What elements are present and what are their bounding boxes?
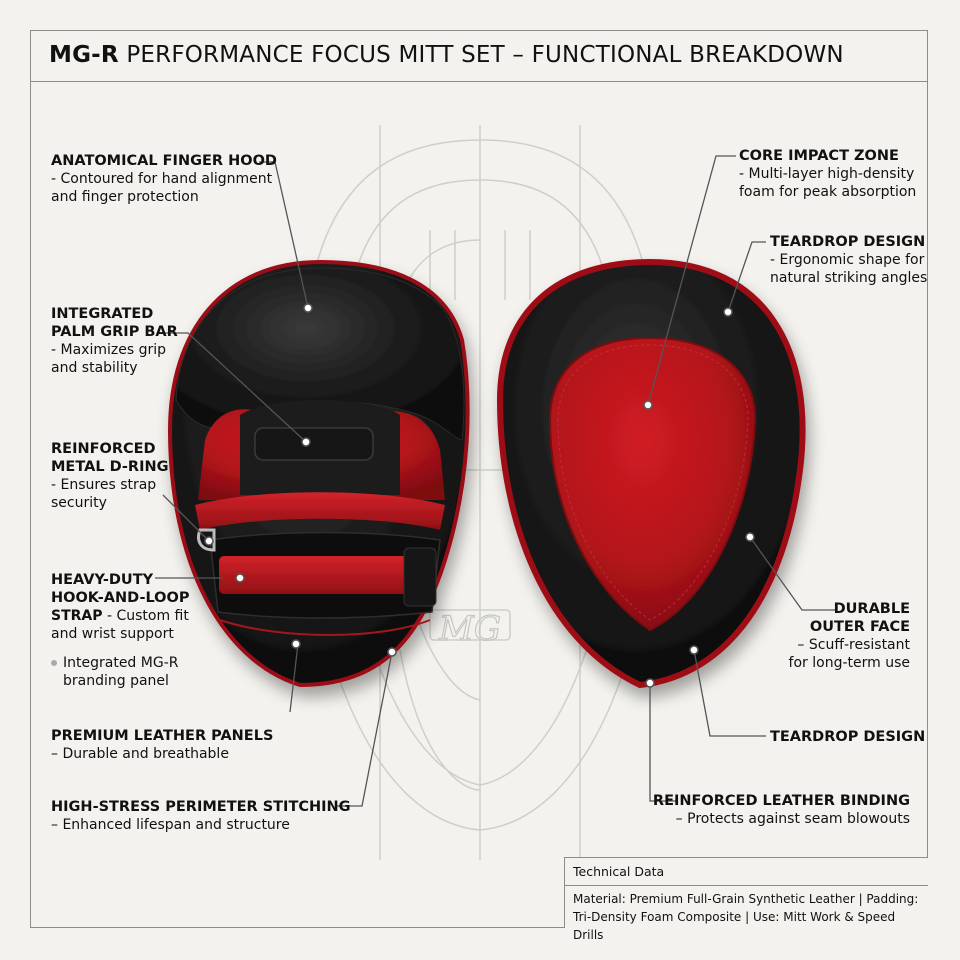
callout-heading: METAL D-RING bbox=[51, 459, 169, 475]
callout-desc: – Durable and breathable bbox=[51, 746, 229, 762]
callout-leather-panels: PREMIUM LEATHER PANELS – Durable and bre… bbox=[51, 727, 273, 763]
callout-heading: HOOK-AND-LOOP bbox=[51, 590, 190, 606]
watermark: MG bbox=[437, 608, 501, 649]
callout-heading: STRAP bbox=[51, 608, 103, 624]
callout-finger-hood: ANATOMICAL FINGER HOOD - Contoured for h… bbox=[51, 152, 277, 206]
callout-heading: TEARDROP DESIGN bbox=[770, 729, 926, 745]
callout-branding: Integrated MG-R branding panel bbox=[51, 654, 178, 690]
page-title: MG-R PERFORMANCE FOCUS MITT SET – FUNCTI… bbox=[49, 42, 844, 68]
callout-heading: HIGH-STRESS PERIMETER STITCHING bbox=[51, 799, 351, 815]
callout-desc: and stability bbox=[51, 360, 138, 376]
left-mitt-palm-side bbox=[167, 259, 470, 688]
callout-heading: PALM GRIP BAR bbox=[51, 324, 178, 340]
title-brand: MG-R bbox=[49, 42, 119, 68]
title-bar: MG-R PERFORMANCE FOCUS MITT SET – FUNCTI… bbox=[30, 30, 928, 82]
callout-binding: REINFORCED LEATHER BINDING – Protects ag… bbox=[653, 792, 910, 828]
wrist-band bbox=[195, 492, 445, 530]
callout-desc: Integrated MG-R bbox=[63, 655, 179, 671]
svg-text:MG: MG bbox=[438, 609, 501, 649]
callout-desc: security bbox=[51, 495, 107, 511]
callout-desc: - Contoured for hand alignment bbox=[51, 171, 273, 187]
callout-teardrop-top: TEARDROP DESIGN - Ergonomic shape for na… bbox=[770, 233, 927, 287]
callout-heading: OUTER FACE bbox=[809, 619, 910, 635]
callout-strap: HEAVY-DUTY HOOK-AND-LOOP STRAP - Custom … bbox=[51, 571, 189, 643]
technical-data-header: Technical Data bbox=[565, 858, 928, 886]
callout-desc: – Scuff-resistant bbox=[797, 637, 910, 653]
callout-desc: and finger protection bbox=[51, 189, 199, 205]
technical-data-body: Material: Premium Full-Grain Synthetic L… bbox=[573, 892, 919, 942]
callout-desc: - Maximizes grip bbox=[51, 342, 166, 358]
bullet-icon bbox=[51, 660, 57, 666]
callout-teardrop-bottom: TEARDROP DESIGN bbox=[770, 728, 925, 746]
callout-desc: and wrist support bbox=[51, 626, 174, 642]
callout-lines bbox=[155, 155, 836, 807]
callout-desc: - Ensures strap bbox=[51, 477, 157, 493]
callout-heading: REINFORCED LEATHER BINDING bbox=[652, 793, 910, 809]
callout-heading: INTEGRATED bbox=[51, 306, 154, 322]
title-text: PERFORMANCE FOCUS MITT SET – FUNCTIONAL … bbox=[118, 42, 844, 68]
right-mitt-front-face bbox=[496, 258, 806, 689]
strap-red-panel bbox=[217, 554, 411, 596]
callout-heading: PREMIUM LEATHER PANELS bbox=[51, 728, 274, 744]
callout-desc: branding panel bbox=[63, 673, 169, 689]
callout-desc: – Enhanced lifespan and structure bbox=[51, 817, 290, 833]
callout-desc: foam for peak absorption bbox=[739, 184, 917, 200]
callout-core-zone: CORE IMPACT ZONE - Multi-layer high-dens… bbox=[739, 147, 916, 201]
callout-dots bbox=[204, 303, 755, 688]
diagram-frame bbox=[30, 30, 928, 928]
callout-heading: CORE IMPACT ZONE bbox=[739, 148, 899, 164]
callout-heading: TEARDROP DESIGN bbox=[770, 234, 926, 250]
technical-data-box: Technical Data Material: Premium Full-Gr… bbox=[564, 857, 928, 942]
callout-desc: – Protects against seam blowouts bbox=[675, 811, 910, 827]
finger-hood bbox=[175, 267, 465, 441]
core-impact-zone bbox=[548, 336, 757, 632]
callout-desc: natural striking angles bbox=[770, 270, 928, 286]
callout-desc: - Ergonomic shape for bbox=[770, 252, 925, 268]
callout-desc: - Custom fit bbox=[102, 608, 189, 624]
callout-desc: for long-term use bbox=[788, 655, 910, 671]
callout-desc: - Multi-layer high-density bbox=[739, 166, 915, 182]
callout-outer-face: DURABLE OUTER FACE – Scuff-resistant for… bbox=[789, 600, 910, 672]
callout-heading: HEAVY-DUTY bbox=[51, 572, 154, 588]
callout-palm-grip: INTEGRATED PALM GRIP BAR - Maximizes gri… bbox=[51, 305, 178, 377]
callout-heading: DURABLE bbox=[833, 601, 910, 617]
callout-d-ring: REINFORCED METAL D-RING - Ensures strap … bbox=[51, 440, 169, 512]
d-ring bbox=[197, 528, 216, 552]
palm-grip-bar bbox=[254, 427, 374, 461]
callout-heading: ANATOMICAL FINGER HOOD bbox=[51, 153, 277, 169]
callout-stitching: HIGH-STRESS PERIMETER STITCHING – Enhanc… bbox=[51, 798, 351, 834]
callout-heading: REINFORCED bbox=[51, 441, 156, 457]
